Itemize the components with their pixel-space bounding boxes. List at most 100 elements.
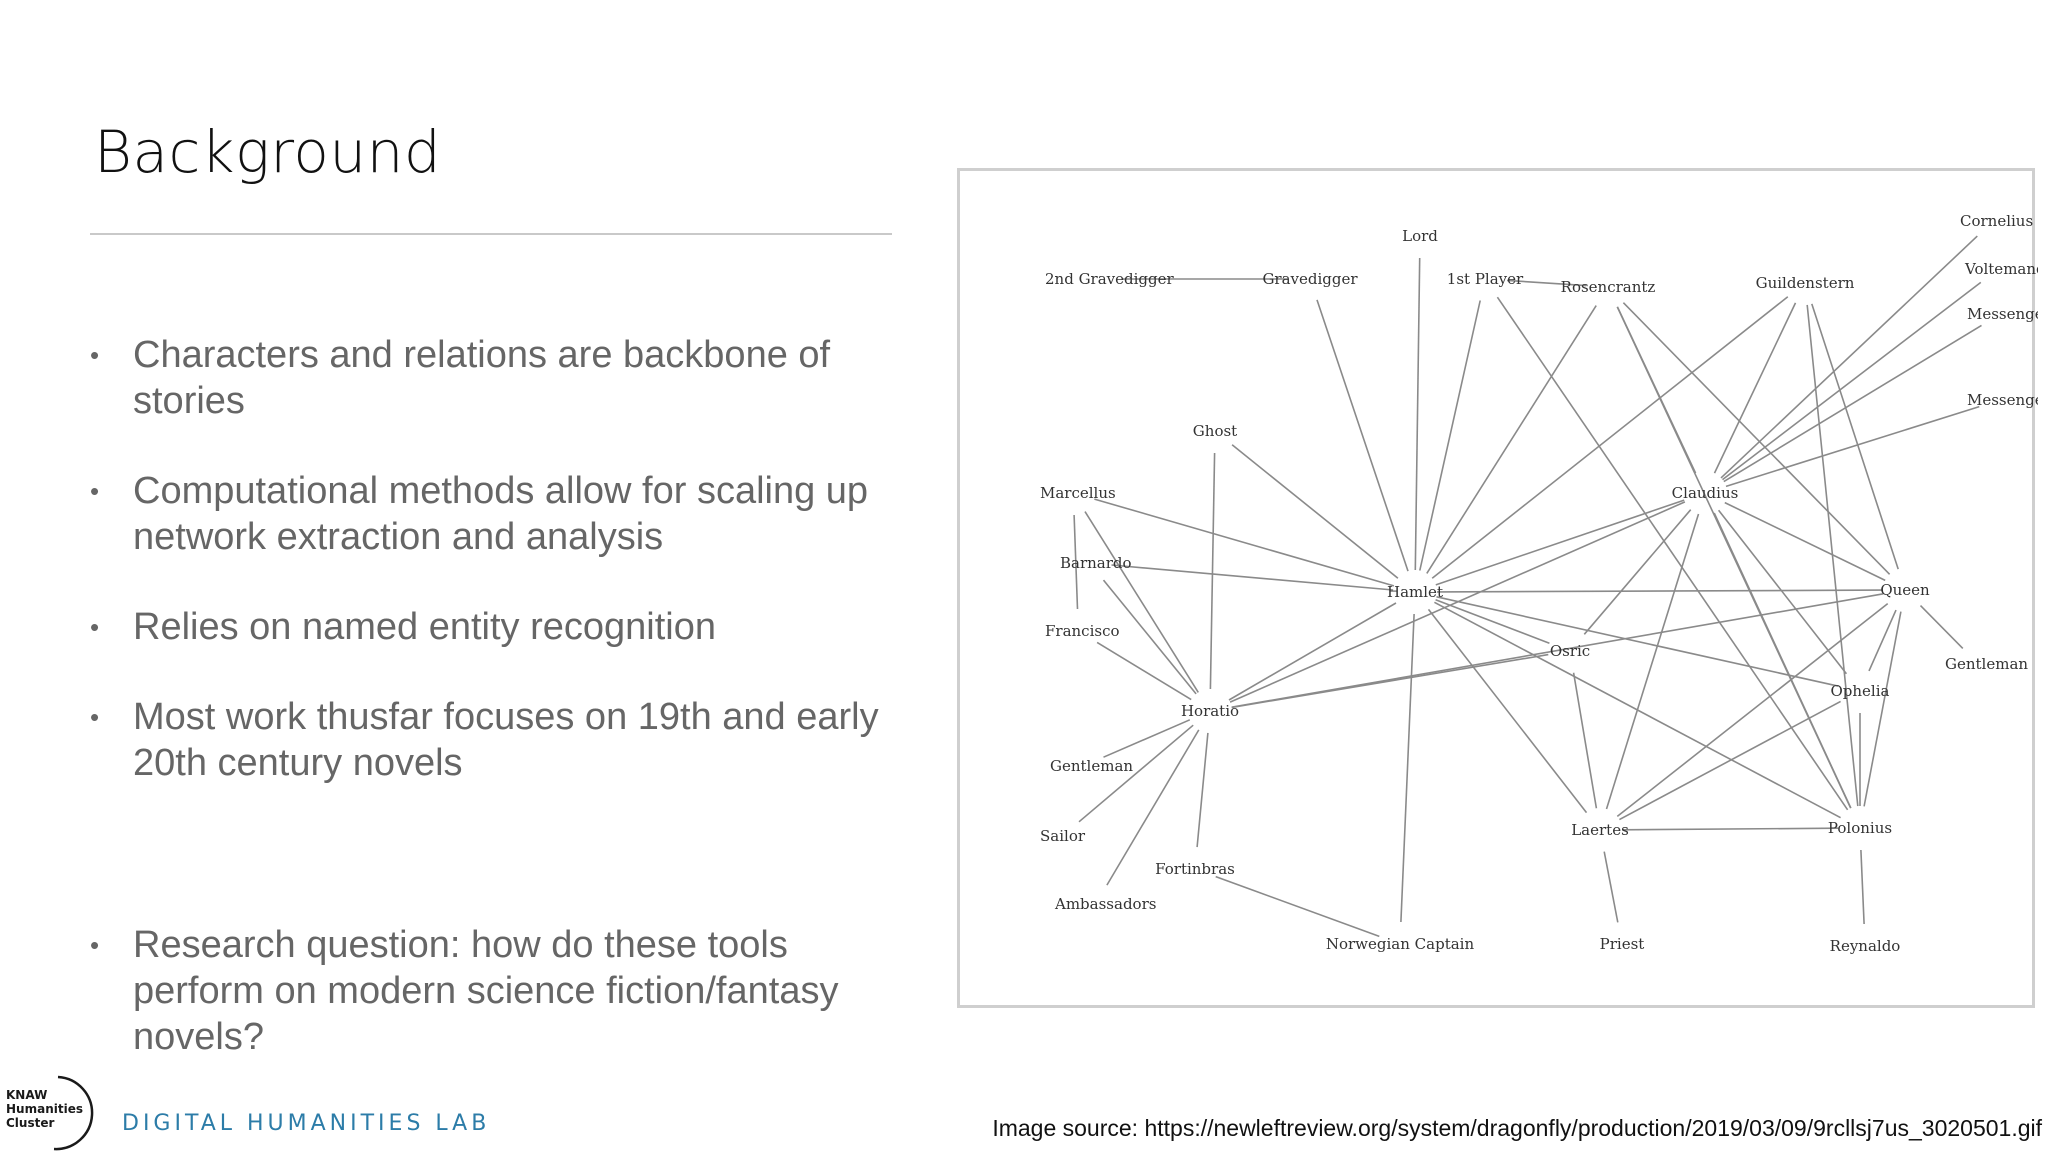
network-edge	[1811, 303, 1899, 570]
knaw-line: Humanities	[6, 1102, 83, 1116]
network-node-label: Hamlet	[1387, 583, 1443, 601]
network-edge	[1435, 499, 1685, 586]
network-edge	[1724, 501, 1886, 582]
image-source-caption: Image source: https://newleftreview.org/…	[992, 1115, 2042, 1141]
network-edge	[1215, 875, 1380, 938]
network-node-label: Ambassadors	[1054, 895, 1156, 913]
network-edge	[1419, 300, 1481, 571]
bullet-list: • Characters and relations are backbone …	[90, 332, 900, 1060]
network-edge	[1717, 509, 1848, 675]
network-node-label: Polonius	[1828, 819, 1892, 837]
network-edge	[1102, 579, 1197, 695]
bullet-dot: •	[90, 930, 100, 960]
bullet-text: Computational methods allow for scaling …	[133, 470, 869, 558]
network-edge	[1723, 324, 1982, 483]
network-edge	[1316, 299, 1409, 572]
bullet-item: • Research question: how do these tools …	[90, 922, 900, 1060]
network-node-label: Gentleman	[1050, 757, 1133, 775]
network-edge	[1078, 724, 1194, 823]
slide-title: Background	[94, 118, 442, 186]
network-node-label: Lord	[1402, 227, 1438, 245]
network-edge	[1073, 514, 1079, 610]
network-edge	[1111, 564, 1394, 591]
network-node-label: Queen	[1880, 581, 1930, 599]
network-node-label: Francisco	[1045, 622, 1120, 640]
knaw-logo-icon	[53, 1075, 94, 1151]
network-edge	[1725, 405, 1980, 488]
network-edge	[1713, 512, 1852, 809]
network-node-label: Ghost	[1193, 422, 1237, 440]
bullet-text: Characters and relations are backbone of…	[133, 334, 831, 422]
bullet-item: • Most work thusfar focuses on 19th and …	[90, 694, 900, 786]
network-edge	[1605, 513, 1700, 810]
network-edge	[1436, 589, 1884, 593]
network-node-label: Rosencrantz	[1561, 278, 1656, 296]
network-node-label: Guildenstern	[1756, 274, 1855, 292]
network-node-label: Osric	[1550, 642, 1590, 660]
network-edge	[1106, 729, 1200, 886]
knaw-line: KNAW	[6, 1088, 48, 1102]
bullet-item: • Characters and relations are backbone …	[90, 332, 900, 424]
knaw-logo-text: KNAW Humanities Cluster	[6, 1088, 83, 1130]
bullet-text: Research question: how do these tools pe…	[133, 924, 839, 1058]
network-edge	[1713, 302, 1797, 474]
network-node-label: Messenger	[1967, 305, 2038, 323]
network-node-label: Gravedigger	[1262, 270, 1358, 288]
network-edge	[1400, 613, 1415, 923]
network-edge	[1103, 719, 1191, 758]
network-edge	[1919, 605, 1964, 649]
network-edge	[1720, 235, 1978, 479]
network-node-label: Priest	[1600, 935, 1645, 953]
network-edge	[1431, 296, 1789, 579]
network-edge	[1414, 257, 1421, 571]
network-node-label: Barnardo	[1060, 554, 1132, 572]
network-node-label: Gentleman	[1945, 655, 2028, 673]
network-node-label: Ophelia	[1831, 682, 1890, 700]
network-edge	[1506, 279, 1587, 287]
network-edge	[1722, 281, 1982, 481]
bullet-dot: •	[90, 612, 100, 642]
network-edge	[1860, 849, 1865, 925]
network-edge	[1231, 653, 1549, 709]
network-edge	[1496, 296, 1849, 811]
network-node-label: Claudius	[1672, 484, 1739, 502]
network-node-label: Laertes	[1571, 821, 1629, 839]
network-edge	[1868, 609, 1897, 672]
network-edge	[1572, 672, 1598, 809]
bullet-dot: •	[90, 702, 100, 732]
network-edge	[1426, 305, 1597, 574]
network-node-label: Messenger	[1967, 391, 2038, 409]
network-edge	[1434, 601, 1841, 819]
digital-humanities-lab-logo: DIGITAL HUMANITIES LAB	[122, 1111, 491, 1136]
network-edge	[1209, 452, 1216, 690]
bullet-item: • Relies on named entity recognition	[90, 604, 900, 650]
network-edge	[1621, 827, 1839, 831]
network-edge	[1231, 444, 1399, 579]
bullet-text: Relies on named entity recognition	[133, 606, 717, 648]
network-edge	[1436, 596, 1839, 687]
network-edge	[1084, 511, 1199, 693]
network-node-label: Norwegian Captain	[1326, 935, 1475, 953]
bullet-item: • Computational methods allow for scalin…	[90, 468, 900, 560]
network-edge	[1863, 611, 1902, 807]
bullet-dot: •	[90, 476, 100, 506]
network-node-label: Sailor	[1040, 827, 1086, 845]
network-edge	[1619, 700, 1841, 821]
bullet-dot: •	[90, 340, 100, 370]
knaw-line: Cluster	[6, 1116, 55, 1130]
network-edge	[1616, 602, 1889, 818]
network-edge	[1094, 498, 1395, 587]
network-edge	[1603, 851, 1619, 923]
network-node-label: Horatio	[1181, 702, 1239, 720]
network-node-label: Reynaldo	[1830, 937, 1901, 955]
bullet-text: Most work thusfar focuses on 19th and ea…	[133, 696, 879, 784]
network-edge	[1196, 732, 1209, 848]
network-node-label: 2nd Gravedigger	[1045, 270, 1175, 288]
title-divider	[90, 233, 892, 235]
network-edge	[1427, 608, 1588, 814]
network-edge	[1096, 641, 1192, 701]
network-node-label: 1st Player	[1447, 270, 1524, 288]
network-node-label: Fortinbras	[1155, 860, 1235, 878]
